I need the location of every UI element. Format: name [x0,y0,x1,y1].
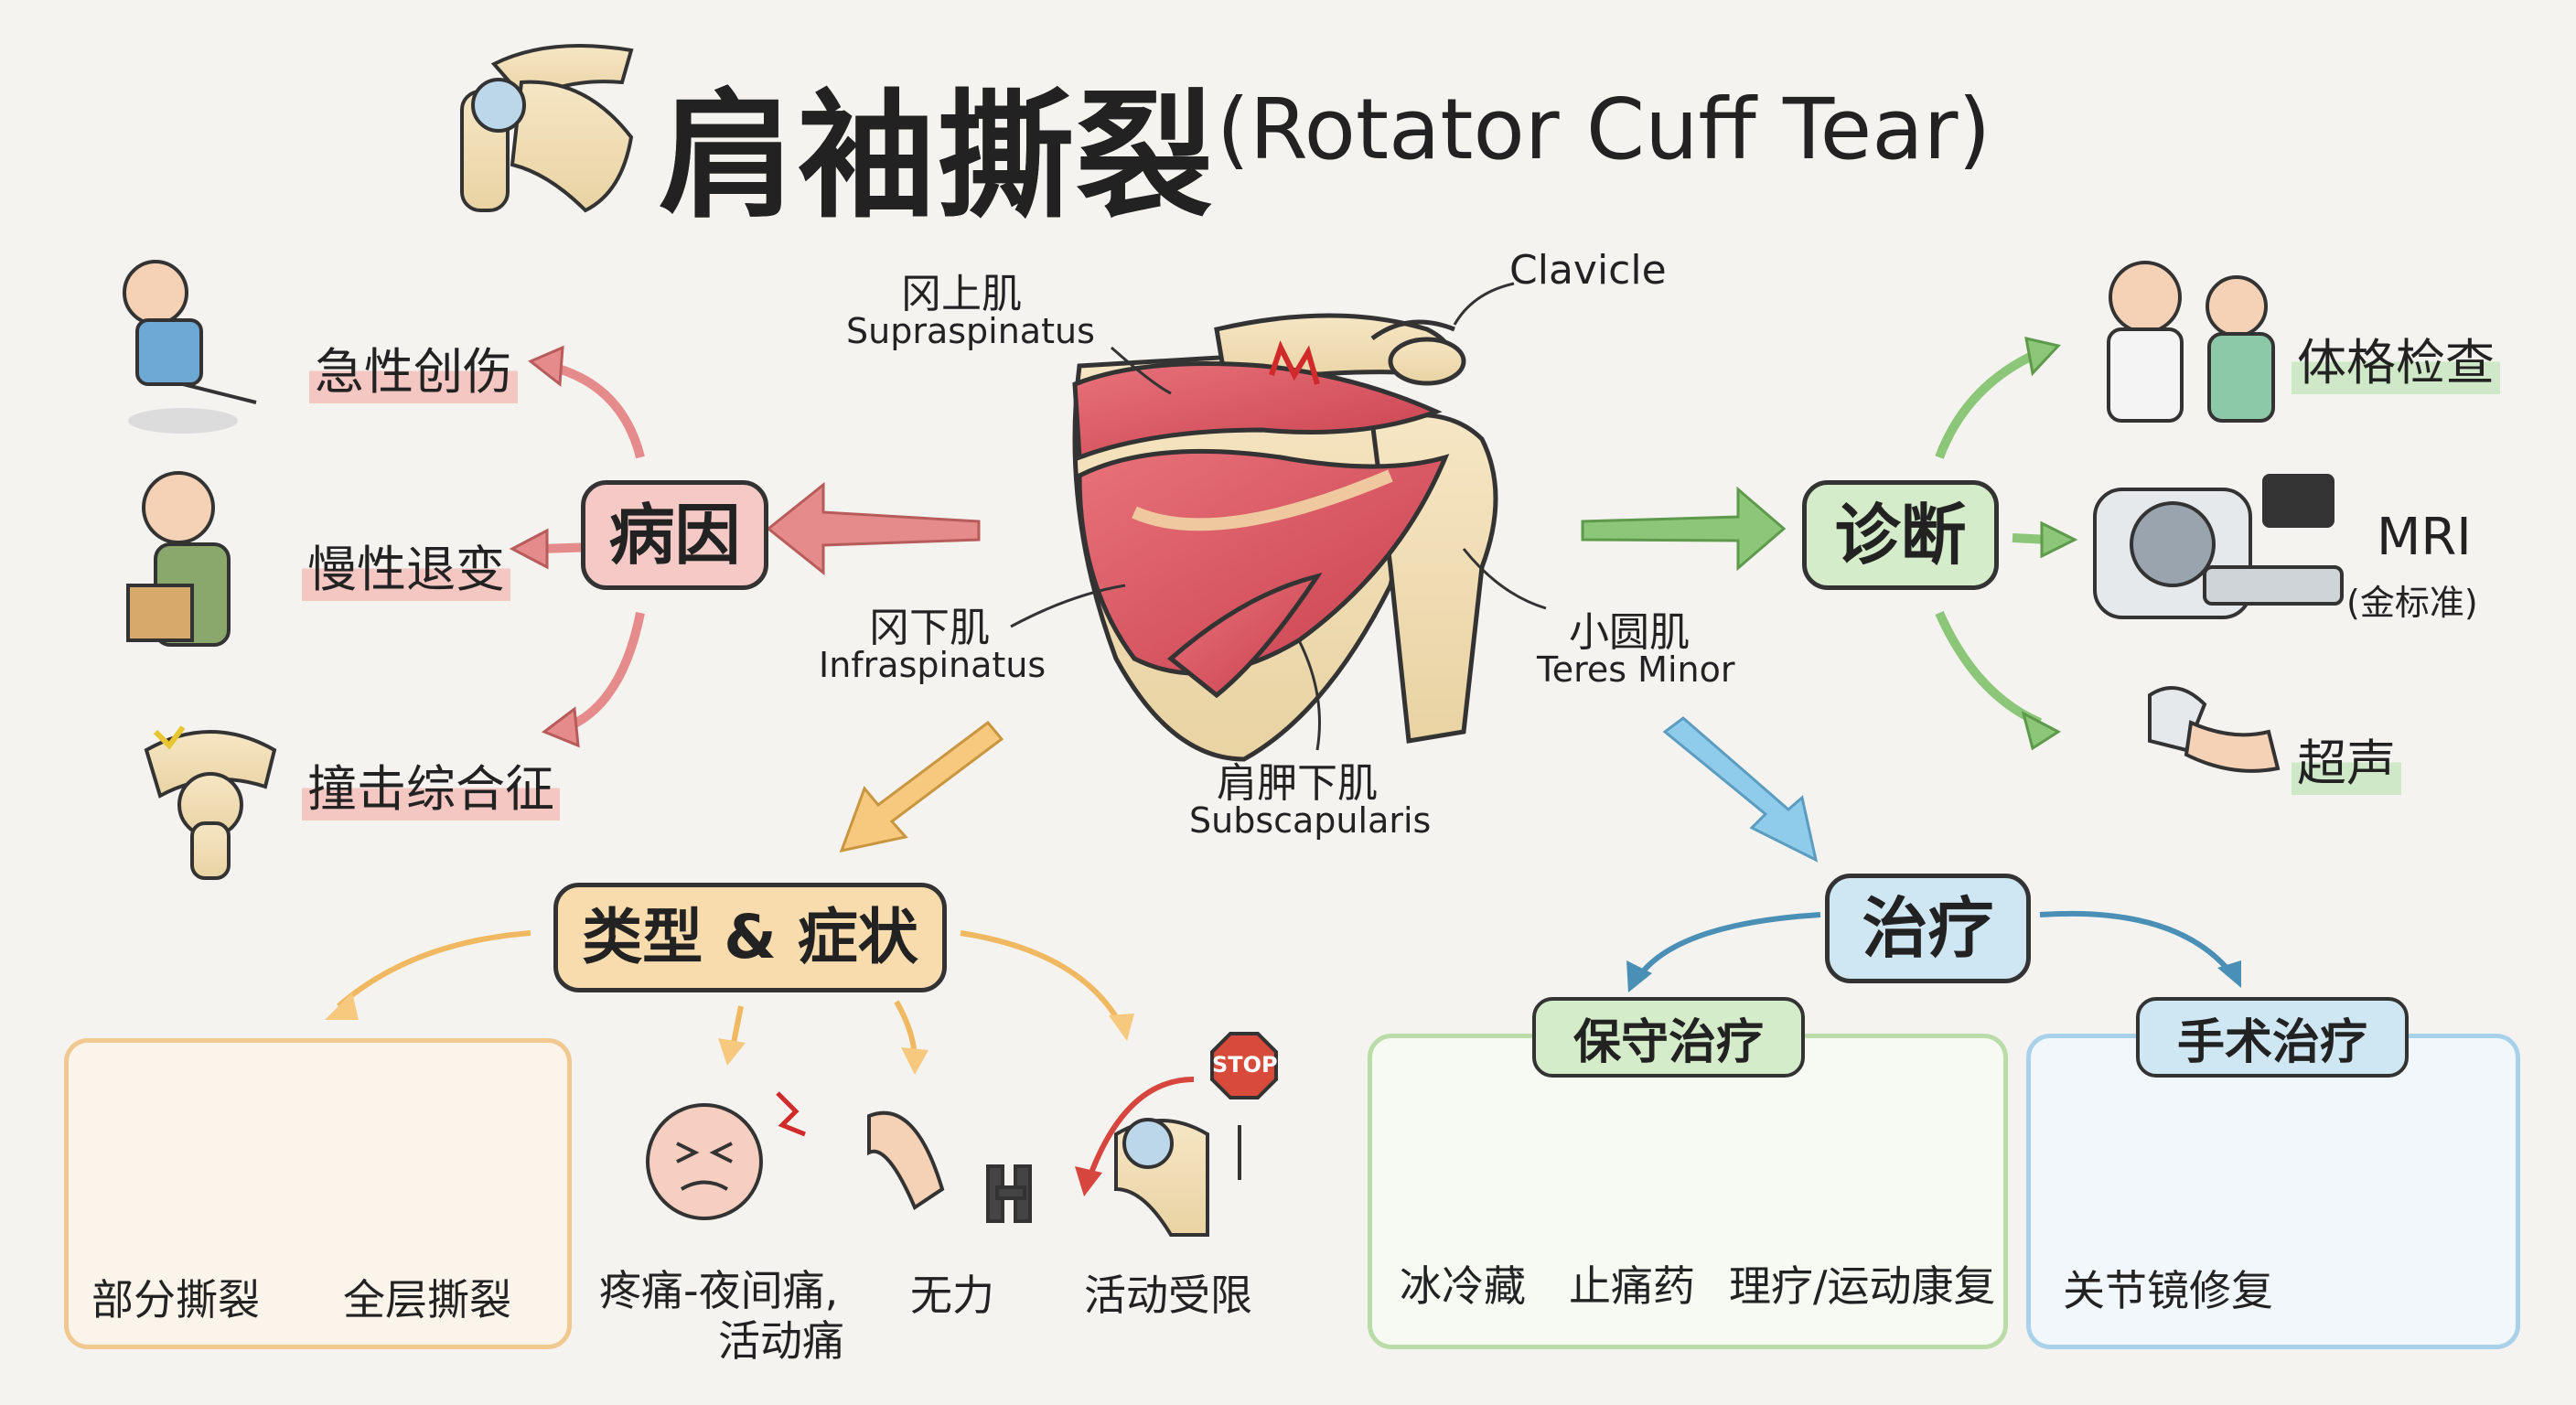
label-subscapularis-en: Subscapularis [1189,800,1432,841]
treatment-painkiller: 止痛药 [1569,1261,1695,1311]
leader-lines [1010,282,1547,751]
label-infraspinatus-zh: 冈下肌 [869,605,990,651]
label-supraspinatus-zh: 冈上肌 [901,271,1022,317]
tear-type-full: 全层撕裂 [343,1275,511,1325]
limit-arrow [1086,1077,1195,1182]
cause-chronic-degeneration: 慢性退变 [302,529,510,601]
node-treatment: 治疗 [1825,874,2031,983]
node-causes: 病因 [581,480,768,590]
mri-scanner-icon [2093,474,2344,619]
weak-arm-dumbbell-icon [867,1110,1032,1223]
conservative-box [1368,1034,2008,1349]
stop-sign-text: STOP [1212,1052,1278,1078]
surgical-box [2026,1034,2520,1349]
label-subscapularis-zh: 肩胛下肌 [1217,760,1378,807]
symptom-pain-activity: 活动痛 [718,1316,844,1366]
treatment-arthroscopic-repair: 关节镜修复 [2063,1266,2273,1315]
label-infraspinatus-en: Infraspinatus [819,645,1046,685]
injury-person-icon [123,260,257,434]
label-teres-minor-en: Teres Minor [1537,649,1735,690]
diagnosis-mri: MRI [2377,508,2472,567]
symptom-weakness: 无力 [910,1271,994,1320]
cause-impingement: 撞击综合征 [302,748,560,820]
types-arrows [325,720,1134,1075]
shoulder-anatomy-illustration [1072,313,1498,762]
treatment-ice: 冰冷藏 [1400,1261,1526,1311]
conservative-title: 保守治疗 [1532,997,1805,1078]
impingement-icon [144,725,277,880]
symptom-pain: 疼痛-夜间痛, [599,1266,839,1315]
label-supraspinatus-en: Supraspinatus [846,311,1095,351]
node-diagnosis: 诊断 [1802,480,1999,590]
diagnosis-ultrasound: 超声 [2292,723,2401,795]
ultrasound-probe-icon [2148,686,2281,773]
title-shoulder-icon [460,44,634,213]
diagnosis-mri-note: (金标准) [2346,583,2478,623]
cause-acute-trauma: 急性创伤 [309,331,518,403]
pain-face-icon [646,1091,806,1220]
doctor-exam-icon [2107,261,2275,423]
diagnosis-arrows [1581,337,2078,751]
page-title: 肩袖撕裂 [659,78,1216,237]
label-teres-minor-zh: 小圆肌 [1569,609,1690,656]
node-types-symptoms: 类型 & 症状 [553,883,947,992]
limited-motion-icon [1114,1032,1278,1237]
symptom-limited-motion: 活动受限 [1084,1271,1252,1320]
page-title-english: (Rotator Cuff Tear) [1217,80,1991,178]
cause-arrows [509,345,981,748]
surgical-title: 手术治疗 [2136,997,2409,1078]
treatment-arrows [1626,716,2241,992]
tear-types-box [64,1038,572,1349]
treatment-physio: 理疗/运动康复 [1729,1261,1996,1311]
tear-type-partial: 部分撕裂 [91,1275,260,1325]
diagnosis-physical-exam: 体格检查 [2292,322,2500,394]
elderly-lifting-icon [126,471,231,647]
label-clavicle: Clavicle [1509,247,1667,294]
